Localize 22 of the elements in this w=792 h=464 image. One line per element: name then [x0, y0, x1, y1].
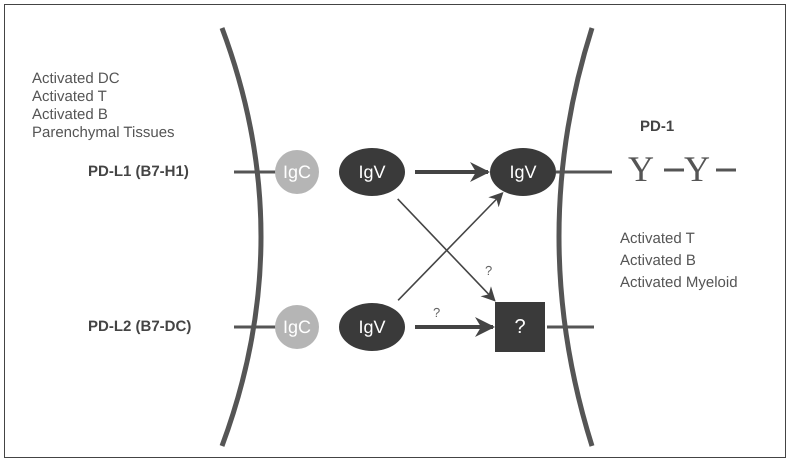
tyrosine-motif-label: Y — [628, 150, 654, 188]
igv-domain: IgV — [339, 148, 405, 196]
cell-type-label: Parenchymal Tissues — [32, 124, 175, 142]
igc-domain: IgC — [275, 305, 319, 349]
unknown-receptor-box: ? — [495, 302, 545, 352]
edge-label: ? — [432, 306, 442, 320]
arrow — [415, 162, 490, 182]
cell-type-label: Activated T — [620, 230, 695, 248]
arrow — [415, 317, 495, 337]
protein-label: PD-L1 (B7-H1) — [88, 163, 189, 181]
cell-type-label: Activated B — [32, 106, 108, 124]
igv-domain: IgV — [490, 148, 556, 196]
cell-type-label: Activated DC — [32, 70, 120, 88]
protein-label: PD-1 — [640, 118, 674, 136]
igc-domain: IgC — [275, 150, 319, 194]
protein-label: PD-L2 (B7-DC) — [88, 318, 192, 336]
edge-label: ? — [484, 264, 494, 278]
cell-type-label: Activated B — [620, 252, 696, 270]
cell-type-label: Activated Myeloid — [620, 274, 738, 292]
cell-type-label: Activated T — [32, 88, 107, 106]
tyrosine-motif-label: Y — [684, 150, 710, 188]
igv-domain: IgV — [339, 303, 405, 351]
